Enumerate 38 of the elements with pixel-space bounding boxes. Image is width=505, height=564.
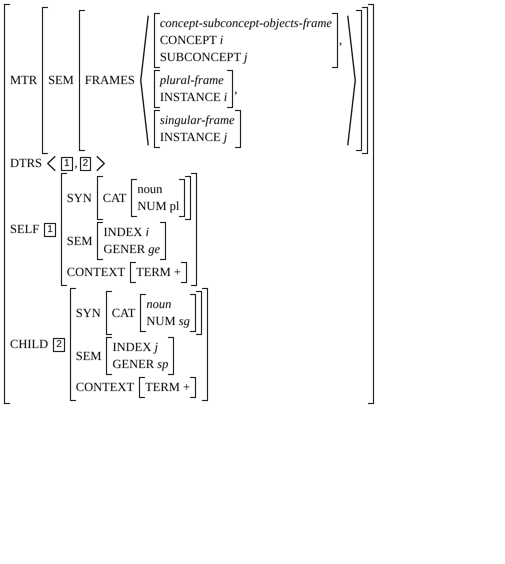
feature-label: INDEX j xyxy=(112,340,158,355)
feature-label: SELF xyxy=(10,222,40,237)
feature-label: CAT xyxy=(112,306,136,320)
type-label: concept-subconcept-objects-frame xyxy=(160,16,332,31)
feature-label: INSTANCE i xyxy=(160,90,228,105)
feature-label: TERM + xyxy=(136,265,181,280)
feature-label: SEM xyxy=(66,234,92,248)
feature-label: FRAMES xyxy=(84,73,135,88)
feature-label: GENER sp xyxy=(112,357,168,372)
feature-label: INDEX i xyxy=(103,225,149,240)
tag-box: 2 xyxy=(53,338,65,352)
feature-label: SUBCONCEPT j xyxy=(160,50,248,65)
feature-label: SEM xyxy=(48,73,74,88)
feature-label: noun xyxy=(137,182,162,197)
feature-label: MTR xyxy=(10,73,38,88)
feature-label: CONTEXT xyxy=(76,380,134,395)
feature-label: TERM + xyxy=(145,380,190,395)
feature-label: CONCEPT i xyxy=(160,33,224,48)
tag-box: 1 xyxy=(60,156,73,170)
feature-label: CONTEXT xyxy=(66,265,126,280)
feature-label: CHILD xyxy=(10,337,48,352)
type-label: plural-frame xyxy=(160,73,224,88)
tag-box: 2 xyxy=(80,156,92,170)
comma: , xyxy=(338,33,342,48)
feature-label: DTRS xyxy=(10,156,42,171)
feature-label: GENER ge xyxy=(103,242,160,257)
feature-label: NUM sg xyxy=(146,314,190,329)
feature-label: SYN xyxy=(66,190,92,206)
feature-label: SYN xyxy=(76,306,101,320)
feature-label: INSTANCE j xyxy=(160,130,228,145)
feature-label: SEM xyxy=(76,348,102,364)
feature-label: NUM pl xyxy=(137,199,180,214)
tag-box: 1 xyxy=(44,222,56,236)
feature-label: CAT xyxy=(102,190,126,206)
comma: , xyxy=(74,156,78,171)
type-label: singular-frame xyxy=(160,113,235,128)
comma: , xyxy=(234,82,238,96)
type-label: noun xyxy=(146,297,172,312)
